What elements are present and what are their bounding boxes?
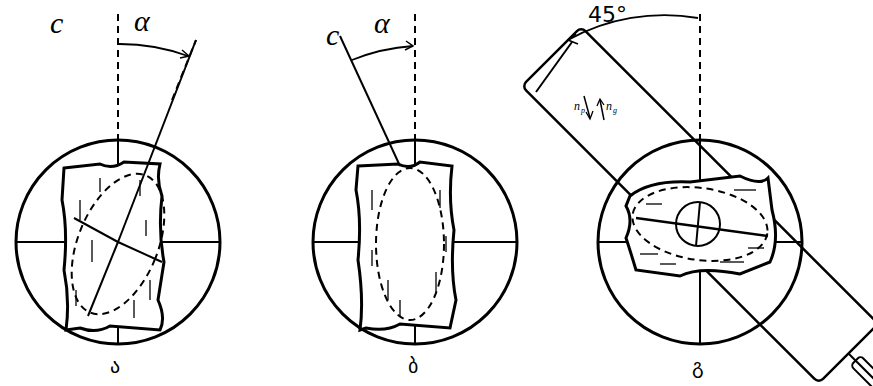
angle-label: α (374, 8, 390, 38)
grain-texture (139, 180, 140, 196)
grain-texture (734, 189, 756, 190)
grain-texture (133, 300, 134, 318)
index-subscript: g (613, 107, 617, 115)
grain-texture (371, 190, 372, 210)
grain-texture (748, 247, 764, 248)
grain-texture (75, 290, 76, 306)
grain-texture (371, 250, 372, 266)
panel-letter: გ (692, 356, 704, 376)
index-symbol: n (574, 100, 580, 112)
axis-label: c (326, 20, 339, 50)
grain-texture (646, 203, 662, 204)
grain-texture (145, 220, 146, 236)
axis-label: c (50, 8, 63, 38)
panel-letter: ბ (408, 356, 418, 376)
index-subscript: p (581, 107, 585, 115)
grain-texture (99, 178, 100, 192)
grain-texture (445, 236, 446, 252)
grain-texture (91, 240, 92, 262)
grain-texture (435, 272, 436, 292)
grain-texture (79, 200, 80, 220)
angle-label: α (134, 6, 150, 36)
angle-value: 45° (588, 4, 627, 26)
grain-texture (387, 280, 388, 300)
grain-texture (439, 190, 440, 208)
grain-texture (149, 280, 150, 300)
panel-letter: ა (110, 356, 120, 376)
grain-texture (399, 300, 400, 316)
index-symbol: n (606, 100, 612, 112)
grain-texture (640, 253, 658, 254)
grain-texture (660, 263, 676, 264)
grain-texture (720, 261, 744, 262)
